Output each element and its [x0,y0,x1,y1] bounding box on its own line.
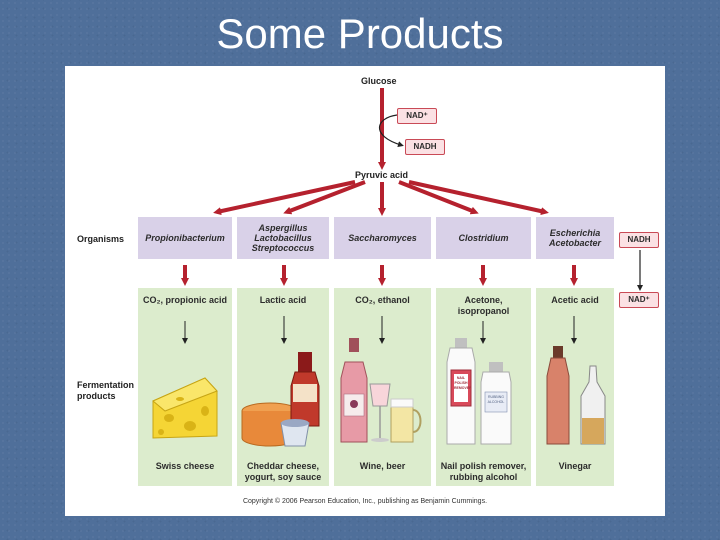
nadh-tag: NADH [405,139,445,155]
product-bottom-2: Cheddar cheese, yogurt, soy sauce [244,461,322,482]
product-bottom-4: Nail polish remover, rubbing alcohol [440,461,527,482]
product-bottom-3: Wine, beer [359,461,406,471]
product-top-5: Acetic acid [551,295,599,305]
slide-title: Some Products [216,10,504,57]
pathway-arrows [152,88,643,447]
nad-plus-tag: NAD⁺ [397,108,437,124]
side-nadh-tag: NADH [619,232,659,248]
organism-box-3: Saccharomyces [334,217,431,259]
wine-beer-illustration [340,338,422,443]
product-top-3: CO₂, ethanol [355,295,410,305]
swiss-cheese-illustration [152,377,218,439]
organism-box-1: Propionibacterium [138,217,232,259]
nail-polish-rubbing-alcohol-illustration [446,338,512,445]
product-bottom-1: Swiss cheese [155,461,215,471]
product-bottom-5: Vinegar [558,461,592,471]
fermentation-figure: Glucose NAD⁺ NADH Pyruvic acid Organisms… [65,66,665,516]
rubbing-alcohol-bottle-label: RUBBING ALCOHOL [487,395,505,404]
product-top-1: CO₂, propionic acid [142,295,227,305]
organism-box-4: Clostridium [436,217,531,259]
cheddar-yogurt-soysauce-illustration [241,352,320,447]
organism-box-5: Escherichia Acetobacter [536,217,614,259]
product-top-2: Lactic acid [259,295,307,305]
organism-box-2: Aspergillus Lactobacillus Streptococcus [237,217,329,259]
product-top-4: Acetone, isopropanol [457,295,510,316]
side-nad-plus-tag: NAD⁺ [619,292,659,308]
glucose-label: Glucose [361,76,397,86]
copyright-notice: Copyright © 2006 Pearson Education, Inc.… [242,498,488,505]
organisms-row-label: Organisms [77,234,125,244]
vinegar-illustration [546,346,606,445]
fermentation-row-label: Fermentation products [77,380,135,401]
pyruvic-acid-label: Pyruvic acid [355,170,409,180]
nail-polish-bottle-label: NAIL POLISH REMOVER [454,376,472,390]
